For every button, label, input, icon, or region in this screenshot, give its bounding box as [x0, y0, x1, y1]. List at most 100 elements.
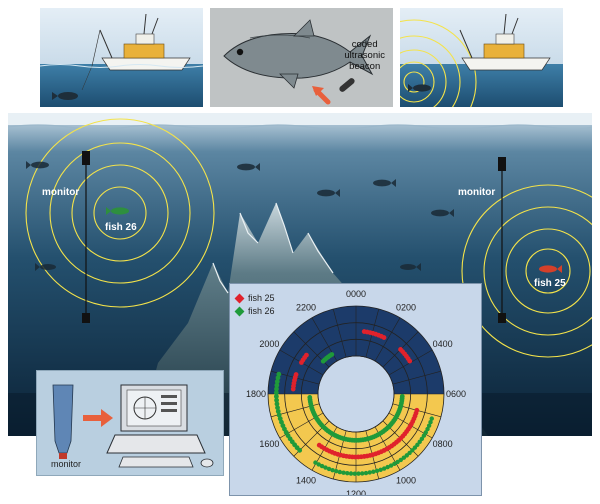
activity-dot-fish-26 — [419, 436, 425, 441]
polar-activity-chart: 0000020004000600080010001200140016001800… — [246, 289, 466, 496]
fishing-boat — [91, 13, 191, 71]
activity-dot-fish-26 — [341, 470, 346, 475]
activity-dot-fish-26 — [313, 460, 318, 465]
activity-dot-fish-26 — [407, 450, 412, 456]
activity-dot-fish-26 — [381, 466, 387, 471]
fish-25-label: fish 25 — [534, 278, 566, 289]
fish-26-label: fish 26 — [105, 222, 137, 233]
beacon-label-line-2: ultrasonic — [344, 50, 385, 61]
activity-dot-fish-26 — [275, 405, 280, 411]
monitor-buoy-left — [82, 151, 90, 323]
activity-dot-fish-26 — [274, 401, 280, 407]
activity-dot-fish-26 — [401, 455, 407, 460]
activity-dot-fish-26 — [374, 468, 380, 474]
monitor-left-label: monitor — [42, 187, 79, 198]
hour-tick-label: 1800 — [246, 389, 266, 399]
hour-tick-label: 0200 — [396, 302, 416, 312]
fish-beacon-illustration — [223, 19, 374, 105]
arrow-icon-2 — [83, 409, 113, 427]
hour-spoke — [374, 317, 401, 362]
hour-tick-label: 0400 — [433, 339, 453, 349]
signal-rings-right — [461, 184, 592, 358]
hour-tick-label: 1200 — [346, 489, 366, 496]
signal-rings — [400, 19, 477, 107]
beacon-panel: coded ultrasonic beacon — [210, 8, 393, 107]
activity-dot-fish-26 — [388, 463, 394, 468]
activity-dot-fish-26 — [356, 471, 361, 476]
download-illustration — [52, 384, 214, 468]
activity-dot-fish-26 — [415, 442, 420, 447]
activity-dot-fish-26 — [330, 467, 335, 473]
activity-dot-fish-25 — [381, 335, 387, 340]
hour-tick-label: 0600 — [446, 389, 466, 399]
activity-dot-fish-26 — [371, 469, 376, 474]
activity-dot-fish-26 — [398, 457, 403, 463]
activity-dot-fish-26 — [274, 386, 279, 392]
monitor-buoy-right — [498, 157, 506, 323]
activity-dot-fish-26 — [429, 416, 434, 421]
boat-scene-illustration — [40, 8, 203, 107]
background-fish — [26, 161, 454, 271]
activity-dot-fish-25 — [293, 372, 299, 377]
legend-label-fish-26: fish 26 — [248, 306, 275, 316]
activity-dot-fish-25 — [304, 352, 309, 358]
activity-dot-fish-26 — [273, 394, 279, 399]
chart-legend: fish 25 fish 26 — [234, 292, 275, 318]
activity-dot-fish-26 — [423, 430, 429, 435]
beacon-device — [339, 78, 355, 92]
fish-hooked — [52, 92, 78, 100]
boat-panel-right — [400, 8, 563, 107]
activity-dot-fish-26 — [307, 394, 313, 400]
activity-dot-fish-26 — [323, 465, 328, 470]
activity-dot-fish-26 — [337, 469, 343, 475]
activity-dot-fish-26 — [426, 423, 432, 428]
activity-dot-fish-26 — [404, 453, 409, 458]
activity-dot-fish-26 — [273, 390, 279, 396]
activity-dot-fish-26 — [425, 426, 430, 432]
hour-tick-label: 1600 — [259, 439, 279, 449]
fish-26-marker — [106, 207, 129, 215]
signal-rings-left — [25, 118, 215, 308]
activity-dot-fish-26 — [316, 462, 321, 467]
monitor-device — [52, 384, 74, 459]
activity-dot-fish-26 — [352, 471, 357, 476]
boat-panel-left — [40, 8, 203, 107]
activity-dot-fish-26 — [378, 467, 383, 472]
monitor-caption: monitor — [51, 459, 82, 469]
activity-dot-fish-26 — [428, 419, 433, 425]
hour-tick-label: 2200 — [296, 302, 316, 312]
activity-dot-fish-26 — [274, 397, 279, 403]
activity-dot-fish-26 — [363, 470, 369, 476]
activity-dot-fish-26 — [345, 470, 350, 476]
fishing-boat-2 — [459, 13, 551, 71]
hour-tick-label: 1000 — [396, 476, 416, 486]
monitor-right-label: monitor — [458, 187, 495, 198]
legend-item-fish-25: fish 25 — [234, 292, 275, 305]
activity-dot-fish-26 — [395, 459, 400, 465]
hour-tick-label: 0000 — [346, 289, 366, 299]
fish-25-marker — [539, 265, 562, 273]
hour-tick-label: 1400 — [296, 476, 316, 486]
activity-dot-fish-26 — [276, 412, 282, 418]
arrow-icon — [312, 86, 331, 105]
activity-dot-fish-26 — [276, 371, 282, 377]
hour-spoke — [392, 370, 442, 385]
beacon-label-line-1: coded — [351, 39, 378, 50]
activity-dot-fish-26 — [275, 408, 281, 414]
activity-dot-fish-26 — [329, 352, 335, 357]
activity-dot-fish-26 — [319, 463, 325, 469]
boat-signal-illustration — [400, 8, 563, 107]
activity-dot-fish-26 — [275, 375, 281, 381]
fish-released — [408, 84, 431, 92]
computer-icon — [106, 384, 214, 468]
activity-dot-fish-26 — [367, 470, 372, 475]
beacon-label: coded ultrasonic beacon — [344, 39, 385, 72]
legend-label-fish-25: fish 25 — [248, 293, 275, 303]
legend-item-fish-26: fish 26 — [234, 305, 275, 318]
activity-dot-fish-26 — [326, 466, 332, 472]
activity-dot-fish-25 — [316, 442, 322, 448]
activity-dot-fish-26 — [274, 379, 280, 384]
activity-dot-fish-25 — [407, 358, 413, 364]
beacon-label-line-3: beacon — [349, 61, 381, 72]
